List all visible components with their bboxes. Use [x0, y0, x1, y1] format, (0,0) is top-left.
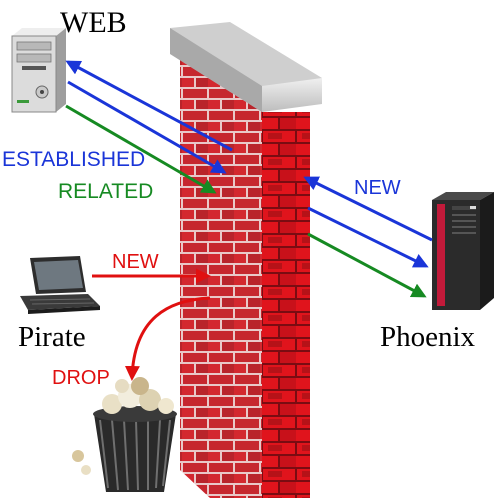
drop-arrow	[124, 296, 211, 381]
wastebasket-icon	[72, 377, 177, 492]
new-phoenix-arrow	[303, 176, 433, 242]
established-return-arrow	[65, 60, 233, 152]
desktop-tower-icon	[11, 28, 66, 113]
related-arrow	[65, 104, 217, 194]
firewall-wall	[170, 22, 322, 498]
new-phoenix-label: NEW	[354, 177, 401, 199]
established-label: ESTABLISHED	[2, 148, 145, 171]
server-rack-icon	[432, 192, 494, 310]
drop-label: DROP	[52, 367, 110, 389]
new-pirate-label: NEW	[112, 251, 159, 273]
related-phoenix-arrow	[307, 232, 427, 298]
pirate-label: Pirate	[18, 321, 86, 353]
web-label: WEB	[60, 6, 127, 39]
laptop-icon	[20, 256, 100, 314]
phoenix-label: Phoenix	[380, 321, 476, 353]
related-label: RELATED	[58, 180, 153, 203]
established-phoenix-arrow	[307, 206, 429, 268]
established-outbound-arrow	[67, 80, 227, 174]
